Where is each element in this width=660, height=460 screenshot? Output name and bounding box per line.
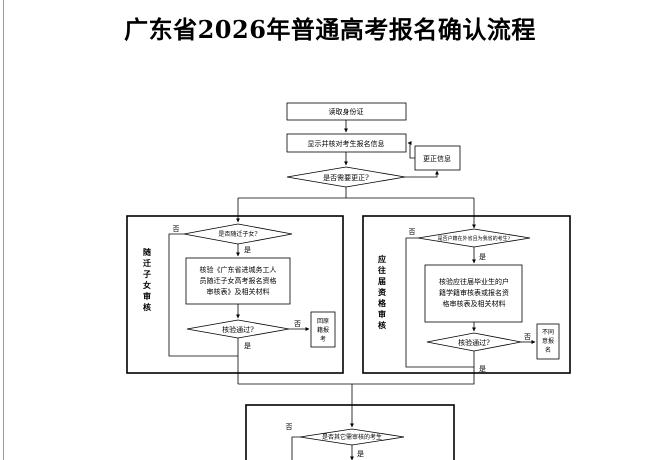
right-heading-char: 格 xyxy=(378,298,387,308)
show-info-text: 显示并核对考生报名信息 xyxy=(308,139,385,148)
read-id-text: 读取身份证 xyxy=(329,107,364,116)
page-edge-line xyxy=(3,0,4,460)
left-heading-char: 迁 xyxy=(143,258,151,268)
no-label: 否 xyxy=(294,320,301,328)
right-verify-line: 格审核表及相关材料 xyxy=(443,299,506,308)
no-label: 否 xyxy=(409,228,416,236)
right-heading-char: 届 xyxy=(378,276,386,286)
left-heading-char: 核 xyxy=(143,302,151,312)
left-question-text: 是否随迁子女? xyxy=(218,230,257,238)
right-verify-line: 籍学籍审核表或报名资 xyxy=(439,288,509,297)
bottom-panel-frame xyxy=(245,404,455,460)
right-heading-char: 资 xyxy=(378,287,386,297)
yes-label: 是 xyxy=(479,365,486,373)
yes-label: 是 xyxy=(244,246,251,254)
no-label: 否 xyxy=(524,333,531,341)
yes-label: 是 xyxy=(357,450,364,458)
need-correct-text: 是否需要更正? xyxy=(323,174,369,182)
left-verify-line: 审核表》及相关材料 xyxy=(207,287,270,296)
no-label: 否 xyxy=(173,225,180,233)
right-panel-frame xyxy=(362,215,571,374)
left-reject-box xyxy=(310,311,336,348)
left-heading-char: 子 xyxy=(143,269,151,279)
page-title: 广东省2026年普通高考报名确认流程 xyxy=(124,15,536,44)
correct-info-text: 更正信息 xyxy=(423,154,451,163)
right-question-text: 是否户籍在外省且为我省的考生? xyxy=(438,235,511,242)
bottom-question-text: 是否其它需审核的考生 xyxy=(322,433,382,441)
right-pass-text: 核验通过? xyxy=(458,338,490,347)
left-heading-char: 女 xyxy=(143,280,151,290)
left-reject-line: 回原 xyxy=(317,318,329,325)
right-reject-line: 名 xyxy=(545,346,551,354)
left-panel-heading: 随 迁 子 女 审 核 xyxy=(143,247,151,312)
read-id-box xyxy=(286,102,407,121)
right-reject-box xyxy=(536,323,560,360)
no-label: 否 xyxy=(286,423,293,431)
left-verify-line: 核验《广东省进城务工人 xyxy=(200,265,277,274)
left-verify-line: 员随迁子女高考报名资格 xyxy=(200,276,277,285)
left-panel-frame xyxy=(126,215,344,374)
right-verify-line: 核验应往届毕业生的户 xyxy=(439,277,509,286)
yes-label: 是 xyxy=(244,342,251,350)
right-heading-char: 应 xyxy=(378,254,386,264)
right-heading-char: 审 xyxy=(378,309,386,319)
right-verify-box xyxy=(424,264,523,323)
right-reject-line: 意报 xyxy=(542,337,554,345)
left-reject-line: 籍报 xyxy=(317,326,329,334)
left-heading-char: 审 xyxy=(143,291,151,301)
right-reject-line: 不同 xyxy=(542,329,554,336)
right-heading-char: 往 xyxy=(378,265,386,275)
yes-label: 是 xyxy=(479,253,486,261)
show-info-box xyxy=(286,133,407,153)
right-panel-heading: 应 往 届 资 格 审 核 xyxy=(378,254,387,330)
left-pass-text: 核验通过? xyxy=(222,325,254,334)
left-reject-line: 考 xyxy=(320,335,326,343)
left-heading-char: 随 xyxy=(143,247,151,257)
right-heading-char: 核 xyxy=(378,320,386,330)
